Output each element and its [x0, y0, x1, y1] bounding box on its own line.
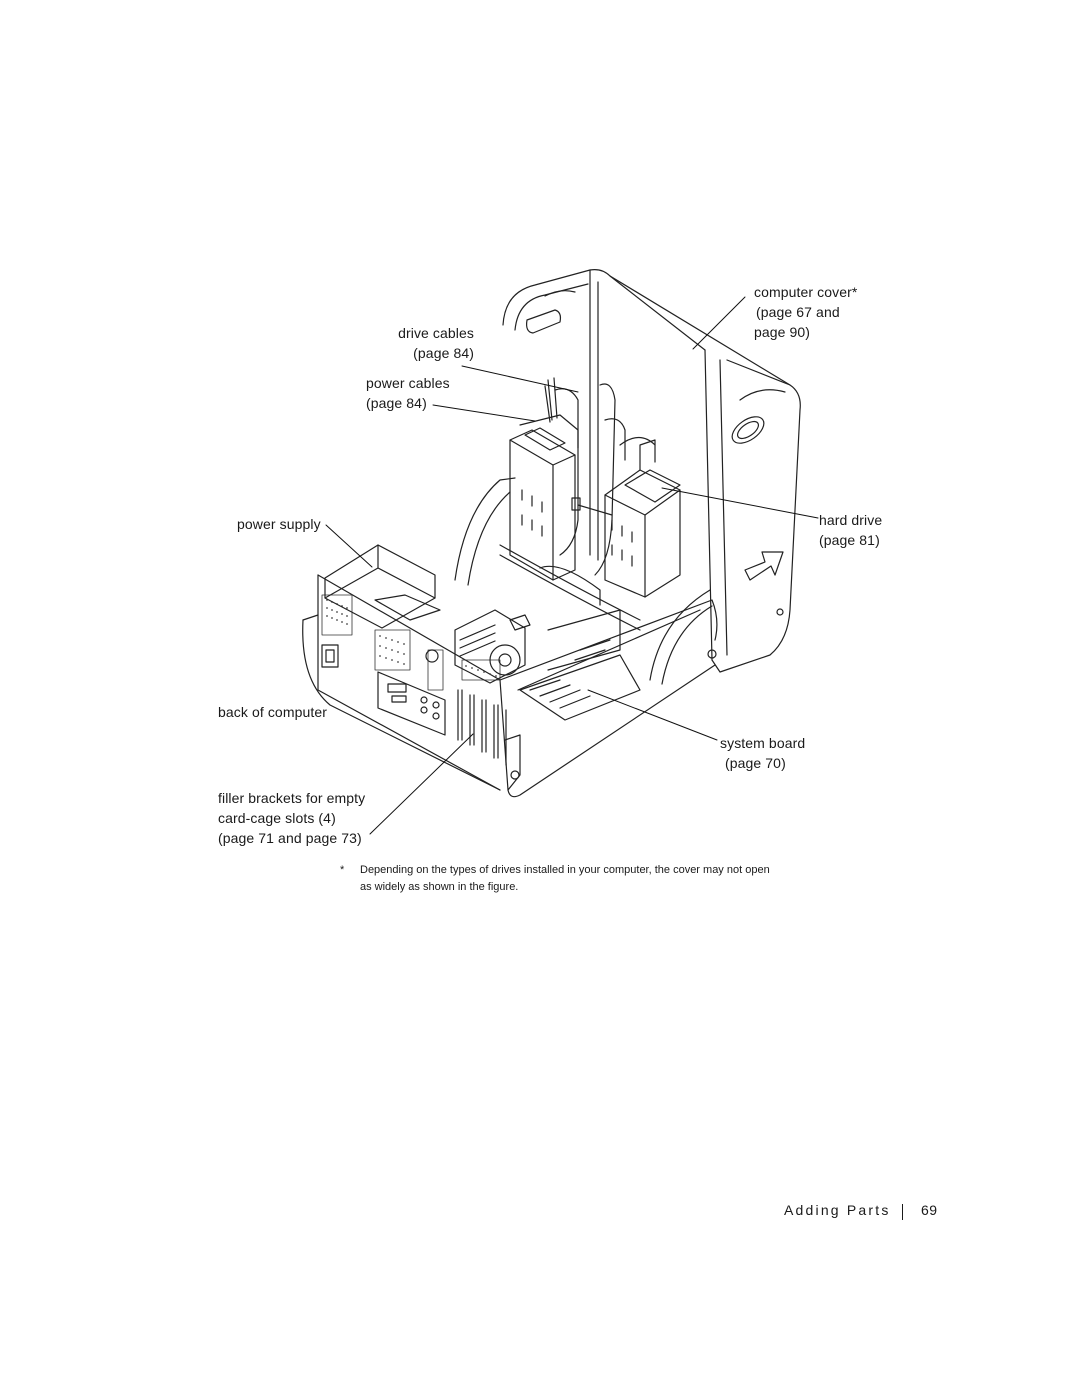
filler-brackets-page-ref: (page 71 and page 73) [218, 830, 362, 846]
power-supply-label: power supply [237, 516, 321, 532]
system-board-page-ref: (page 70) [725, 755, 786, 771]
drive-cables-label: drive cables [398, 325, 474, 341]
page-number: 69 [921, 1202, 938, 1218]
footer-section-title: Adding Parts [784, 1202, 891, 1218]
system-board-label: system board [720, 735, 806, 751]
callout-drive-cables: drive cables (page 84) [362, 323, 474, 363]
filler-brackets-slots: card-cage slots (4) [218, 810, 336, 826]
hard-drive-page-ref: (page 81) [819, 532, 880, 548]
hard-drive-label: hard drive [819, 512, 883, 528]
callout-system-board: system board (page 70) [720, 733, 805, 773]
back-of-computer-label: back of computer [218, 704, 327, 720]
drive-cables-page-ref: (page 84) [413, 345, 474, 361]
computer-cover-page-ref-2: page 90) [754, 324, 811, 340]
drive-cage-drawing [509, 377, 681, 598]
footer-divider [902, 1204, 903, 1220]
callout-leader-lines [325, 296, 819, 835]
callout-power-supply: power supply [237, 514, 321, 534]
computer-cover-drawing [502, 269, 801, 673]
chassis-drawing [302, 477, 718, 798]
power-cables-page-ref: (page 84) [366, 395, 427, 411]
power-cables-label: power cables [366, 375, 450, 391]
computer-cover-label: computer cover* [754, 284, 858, 300]
filler-brackets-label: filler brackets for empty [218, 790, 366, 806]
computer-cover-page-ref-1: (page 67 and [756, 304, 840, 320]
vent-grid [321, 594, 501, 691]
callout-computer-cover: computer cover* (page 67 and page 90) [754, 282, 857, 342]
callout-power-cables: power cables (page 84) [366, 373, 450, 413]
callout-hard-drive: hard drive (page 81) [819, 510, 882, 550]
callout-filler-brackets: filler brackets for empty card-cage slot… [218, 788, 365, 848]
footnote-text: Depending on the types of drives install… [360, 864, 770, 893]
footnote-marker: * [340, 864, 345, 876]
callout-back-of-computer: back of computer [218, 702, 327, 722]
